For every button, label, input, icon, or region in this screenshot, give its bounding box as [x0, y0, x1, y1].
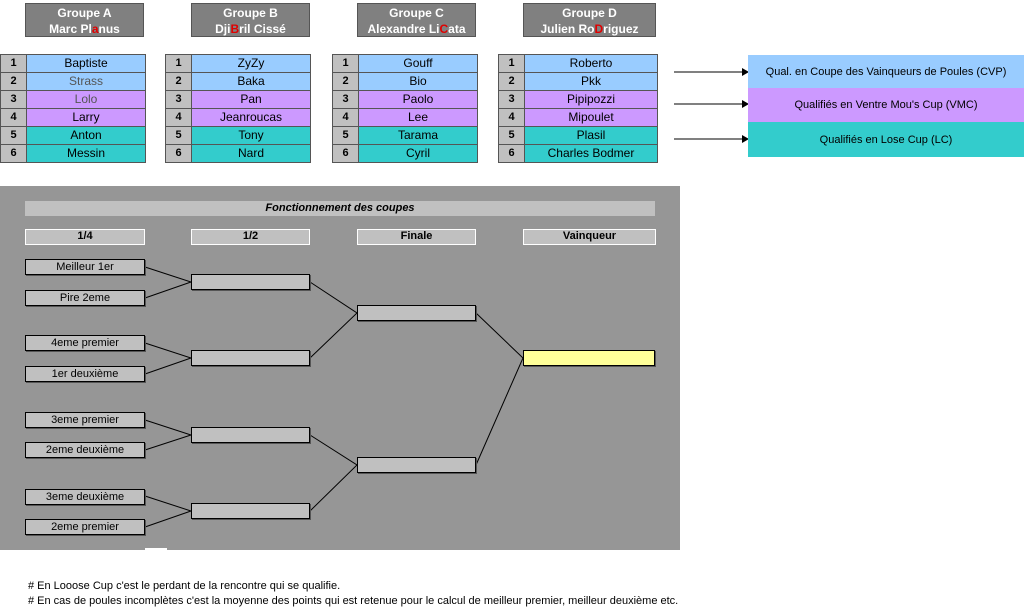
- legend-cvp: Qual. en Coupe des Vainqueurs de Poules …: [748, 55, 1024, 88]
- group-d-leader: Julien RoDriguez: [540, 22, 639, 36]
- group-d-label: Groupe D: [562, 6, 617, 20]
- round-header-winner: Vainqueur: [523, 229, 656, 245]
- quarter-slot-1: Meilleur 1er: [25, 259, 145, 275]
- note-1: # En Looose Cup c'est le perdant de la r…: [28, 580, 341, 592]
- winner-slot: [523, 350, 655, 366]
- legend-vmc: Qualifiés en Ventre Mou's Cup (VMC): [748, 88, 1024, 122]
- round-header-semi: 1/2: [191, 229, 310, 245]
- legend-arrows: [674, 68, 749, 143]
- group-b-label: Groupe B: [223, 6, 278, 20]
- bracket-title: Fonctionnement des coupes: [25, 201, 655, 216]
- group-c-leader: Alexandre LiCata: [367, 22, 466, 36]
- quarter-slot-4: 1er deuxième: [25, 366, 145, 382]
- panel-notch: [145, 548, 167, 551]
- semi-slot-1: [191, 274, 310, 290]
- quarter-slot-7: 3eme deuxième: [25, 489, 145, 505]
- group-d-header: Groupe D Julien RoDriguez: [523, 3, 656, 37]
- semi-slot-3: [191, 427, 310, 443]
- group-b-leader: DjiBril Cissé: [215, 22, 286, 36]
- note-2: # En cas de poules incomplètes c'est la …: [28, 595, 679, 607]
- group-c-header: Groupe C Alexandre LiCata: [357, 3, 476, 37]
- round-header-quarter: 1/4: [25, 229, 145, 245]
- semi-slot-4: [191, 503, 310, 519]
- legend-lc: Qualifiés en Lose Cup (LC): [748, 122, 1024, 157]
- quarter-slot-8: 2eme premier: [25, 519, 145, 535]
- round-header-final: Finale: [357, 229, 476, 245]
- group-b-header: Groupe B DjiBril Cissé: [191, 3, 310, 37]
- quarter-slot-2: Pire 2eme: [25, 290, 145, 306]
- semi-slot-2: [191, 350, 310, 366]
- group-a-header: Groupe A Marc Planus: [25, 3, 144, 37]
- final-slot-1: [357, 305, 476, 321]
- group-a-leader: Marc Planus: [49, 22, 120, 36]
- arrow-right-icon: [674, 68, 749, 76]
- quarter-slot-6: 2eme deuxième: [25, 442, 145, 458]
- final-slot-2: [357, 457, 476, 473]
- arrow-right-icon: [674, 135, 749, 143]
- quarter-slot-5: 3eme premier: [25, 412, 145, 428]
- group-a-label: Groupe A: [57, 6, 112, 20]
- quarter-slot-3: 4eme premier: [25, 335, 145, 351]
- group-c-label: Groupe C: [389, 6, 444, 20]
- arrow-right-icon: [674, 100, 749, 108]
